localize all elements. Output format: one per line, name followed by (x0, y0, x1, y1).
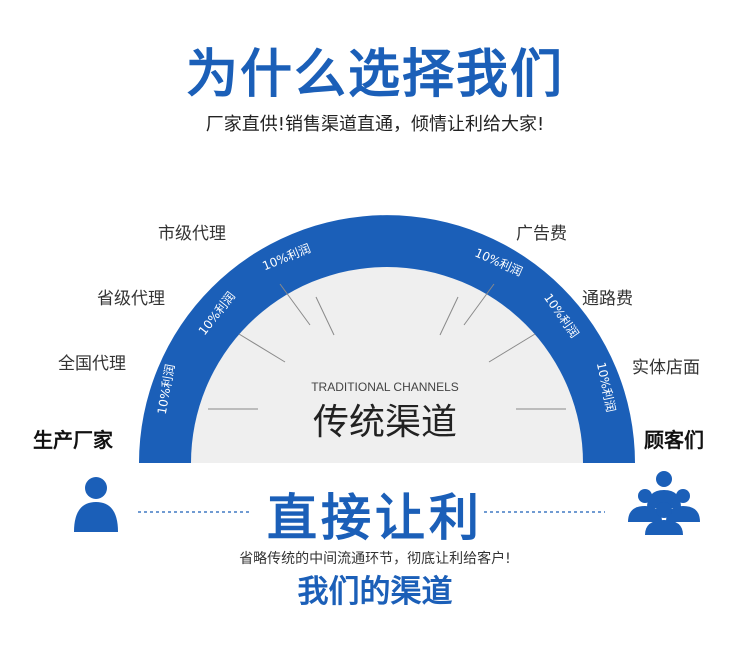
endpoint-left-label: 生产厂家 (33, 428, 114, 452)
arch-dividers (208, 283, 566, 410)
right-label: 实体店面 (632, 358, 700, 378)
arch-center-cn: 传统渠道 (313, 402, 457, 443)
direct-description: 省略传统的中间流通环节，彻底让利给客户! (239, 551, 511, 567)
divider-line (463, 283, 495, 326)
our-channel-title: 我们的渠道 (297, 574, 453, 610)
divider-line (279, 283, 311, 326)
left-label: 全国代理 (58, 354, 126, 374)
person-icon (74, 477, 118, 532)
arch-inner (191, 267, 583, 463)
page-title: 为什么选择我们 (185, 45, 564, 105)
right-label: 通路费 (582, 289, 633, 309)
arch-center-en: TRADITIONAL CHANNELS (311, 380, 459, 394)
divider-line (488, 333, 536, 363)
right-label: 广告费 (516, 224, 567, 244)
divider-line (439, 296, 459, 336)
left-label: 市级代理 (158, 224, 226, 244)
direct-title: 直接让利 (267, 489, 483, 547)
divider-line (238, 333, 286, 363)
divider-line (315, 296, 335, 336)
left-label: 省级代理 (97, 289, 165, 309)
page-subtitle: 厂家直供!销售渠道直通，倾情让利给大家! (205, 114, 545, 135)
group-icon (628, 471, 700, 535)
endpoint-right-label: 顾客们 (644, 428, 704, 452)
